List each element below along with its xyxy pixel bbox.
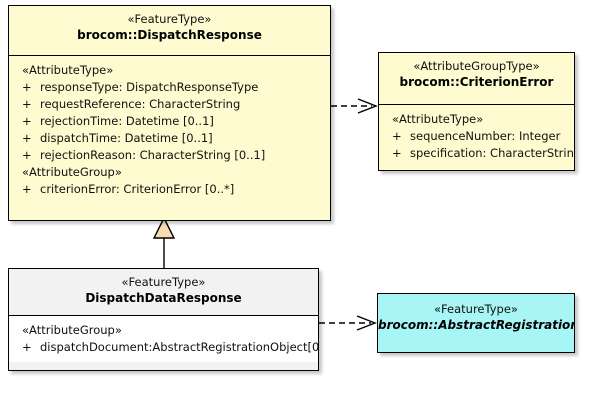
visibility-marker: + <box>22 80 32 94</box>
class-header-abstract-registration-object: «FeatureType» brocom::AbstractRegistrati… <box>378 294 574 352</box>
attribute-row[interactable]: + sequenceNumber: Integer <box>379 128 574 145</box>
class-box-dispatch-data-response[interactable]: «FeatureType» DispatchDataResponse «Attr… <box>8 268 319 371</box>
attribute-row[interactable]: + requestReference: CharacterString <box>9 96 330 113</box>
class-name: brocom::AbstractRegistrationObject <box>378 318 574 332</box>
dependency-dispatchresponse-to-criterionerror <box>331 98 378 114</box>
attribute-text: responseType: DispatchResponseType <box>40 80 259 94</box>
class-header-criterion-error: «AttributeGroupType» brocom::CriterionEr… <box>379 53 574 105</box>
attribute-text: dispatchDocument:AbstractRegistrationObj… <box>40 340 319 354</box>
attribute-text: sequenceNumber: Integer <box>410 129 561 143</box>
visibility-marker: + <box>392 129 402 143</box>
class-box-criterion-error[interactable]: «AttributeGroupType» brocom::CriterionEr… <box>378 52 575 171</box>
class-box-dispatch-response[interactable]: «FeatureType» brocom::DispatchResponse «… <box>8 5 331 221</box>
generalization-dispatchdataresponse-to-dispatchresponse <box>152 216 176 268</box>
visibility-marker: + <box>22 131 32 145</box>
attribute-text: dispatchTime: Datetime [0..1] <box>40 131 213 145</box>
attribute-group-label: «AttributeGroup» <box>22 165 122 179</box>
class-body-dispatch-response: «AttributeType» + responseType: Dispatch… <box>9 56 330 204</box>
attribute-row[interactable]: + specification: CharacterString <box>379 145 574 162</box>
class-stereotype: «FeatureType» <box>127 12 212 26</box>
visibility-marker: + <box>392 146 402 160</box>
visibility-marker: + <box>22 148 32 162</box>
visibility-marker: + <box>22 97 32 111</box>
dependency-dispatchdataresponse-to-abstractregistrationobject <box>319 315 377 331</box>
class-header-dispatch-data-response: «FeatureType» DispatchDataResponse <box>9 269 318 316</box>
visibility-marker: + <box>22 340 32 354</box>
class-body-criterion-error: «AttributeType» + sequenceNumber: Intege… <box>379 105 574 168</box>
class-name: brocom::CriterionError <box>399 75 554 89</box>
attribute-row[interactable]: + responseType: DispatchResponseType <box>9 79 330 96</box>
attribute-text: rejectionTime: Datetime [0..1] <box>40 114 214 128</box>
class-header-dispatch-response: «FeatureType» brocom::DispatchResponse <box>9 6 330 56</box>
visibility-marker: + <box>22 182 32 196</box>
class-body-dispatch-data-response: «AttributeGroup» + dispatchDocument:Abst… <box>9 316 318 362</box>
class-box-abstract-registration-object[interactable]: «FeatureType» brocom::AbstractRegistrati… <box>377 293 575 353</box>
attribute-group-label: «AttributeType» <box>392 112 484 126</box>
attribute-row[interactable]: + criterionError: CriterionError [0..*] <box>9 181 330 198</box>
attribute-group-label: «AttributeGroup» <box>22 323 122 337</box>
class-name: DispatchDataResponse <box>85 291 242 305</box>
attribute-text: criterionError: CriterionError [0..*] <box>40 182 235 196</box>
class-stereotype: «FeatureType» <box>434 302 518 316</box>
attribute-row[interactable]: + dispatchTime: Datetime [0..1] <box>9 130 330 147</box>
attribute-row[interactable]: + rejectionTime: Datetime [0..1] <box>9 113 330 130</box>
attribute-group-label: «AttributeType» <box>22 63 114 77</box>
attribute-text: specification: CharacterString <box>410 146 575 160</box>
class-stereotype: «FeatureType» <box>121 275 206 289</box>
class-name: brocom::DispatchResponse <box>77 28 262 42</box>
attribute-text: rejectionReason: CharacterString [0..1] <box>40 148 266 162</box>
attribute-text: requestReference: CharacterString <box>40 97 241 111</box>
attribute-row[interactable]: + rejectionReason: CharacterString [0..1… <box>9 147 330 164</box>
class-stereotype: «AttributeGroupType» <box>413 59 540 73</box>
attribute-row[interactable]: + dispatchDocument:AbstractRegistrationO… <box>9 339 318 356</box>
visibility-marker: + <box>22 114 32 128</box>
